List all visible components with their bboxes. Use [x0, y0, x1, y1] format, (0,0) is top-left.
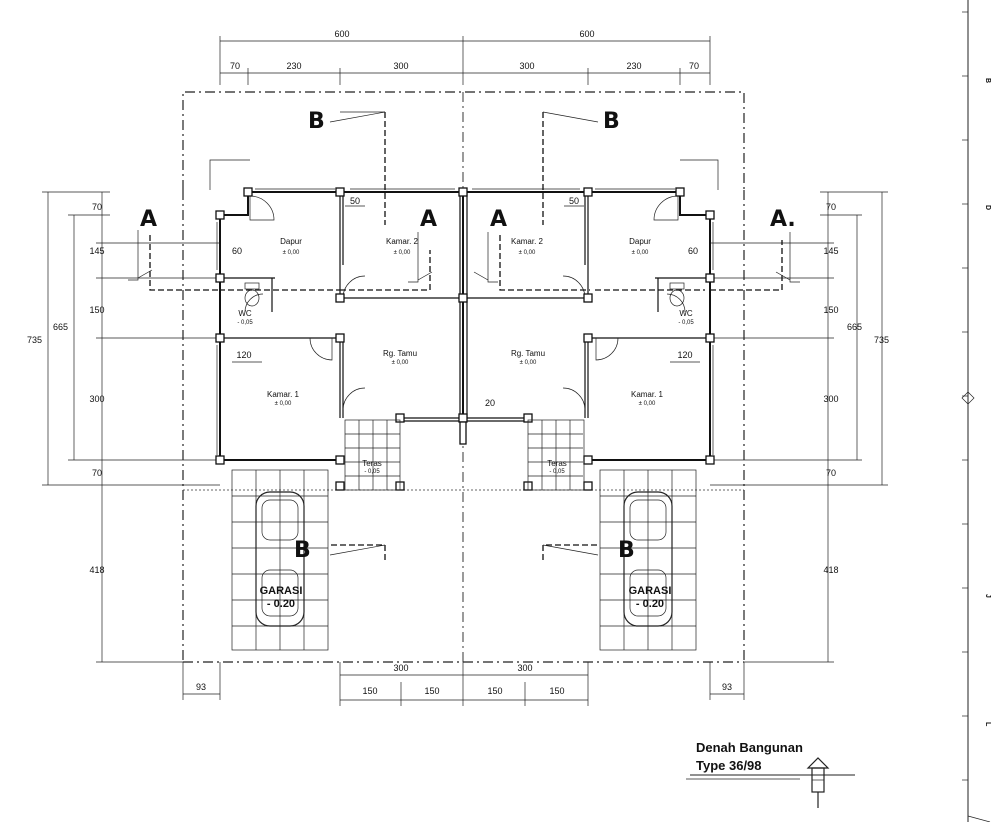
dim-bottom-150-c: 150 [487, 686, 502, 696]
dim-left-70b: 70 [92, 468, 102, 478]
title-block: Denah Bangunan Type 36/98 [686, 740, 855, 808]
ruler-mark-j: J [984, 594, 991, 598]
dim-right-outer: 735 [874, 335, 889, 345]
drawing-title-line1: Denah Bangunan [696, 740, 803, 755]
dim-50-left: 50 [350, 196, 360, 206]
dim-bottom-300-right: 300 [517, 663, 532, 673]
dim-60-right: 60 [688, 246, 698, 256]
room-teras-right: Teras [547, 459, 567, 468]
left-unit-walls [215, 187, 463, 491]
dim-right-70a: 70 [826, 202, 836, 212]
level-tamu-left: ± 0,00 [392, 360, 409, 366]
right-garage [599, 469, 697, 651]
room-tamu-right: Rg. Tamu [511, 349, 545, 358]
dim-right-70b: 70 [826, 468, 836, 478]
drawing-title-line2: Type 36/98 [696, 758, 762, 773]
margin-ruler: B D J L [961, 0, 991, 822]
dim-right-300: 300 [823, 394, 838, 404]
dim-right-145: 145 [823, 246, 838, 256]
dim-top-left-total: 600 [334, 29, 349, 39]
level-wc-left: - 0,05 [237, 320, 253, 326]
dim-right-inner: 665 [847, 322, 862, 332]
room-dapur-left: Dapur [280, 237, 302, 246]
level-kamar2-left: ± 0,00 [394, 250, 411, 256]
dim-top-right-1: 300 [519, 61, 534, 71]
section-label-a-left: A [140, 207, 157, 232]
room-kamar2-left: Kamar. 2 [386, 237, 419, 246]
section-label-b-top-right: B [603, 109, 620, 134]
dim-top-left-1: 70 [230, 61, 240, 71]
room-wc-left: WC [238, 309, 252, 318]
top-dimensions: 600 600 70 230 300 300 230 70 [219, 29, 711, 85]
right-unit-walls [458, 187, 715, 491]
dim-bottom-150-d: 150 [549, 686, 564, 696]
level-tamu-right: ± 0,00 [520, 360, 537, 366]
left-garage [231, 469, 329, 651]
ruler-mark-b: B [984, 78, 991, 83]
left-dimensions: 735 665 70 145 150 300 70 418 [27, 191, 220, 663]
level-teras-right: - 0,05 [549, 469, 565, 475]
room-dapur-right: Dapur [629, 237, 651, 246]
dim-top-right-2: 230 [626, 61, 641, 71]
section-label-b-top-left: B [308, 109, 325, 134]
dim-right-150: 150 [823, 305, 838, 315]
dim-top-right-total: 600 [579, 29, 594, 39]
room-kamar2-right: Kamar. 2 [511, 237, 544, 246]
level-kamar1-right: ± 0,00 [639, 401, 656, 407]
dim-right-418: 418 [823, 565, 838, 575]
bottom-dimensions: 93 93 300 300 150 150 150 150 [182, 662, 745, 706]
level-teras-left: - 0,05 [364, 469, 380, 475]
dim-left-145: 145 [89, 246, 104, 256]
dim-bottom-300-left: 300 [393, 663, 408, 673]
level-kamar2-right: ± 0,00 [519, 250, 536, 256]
dim-60-left: 60 [232, 246, 242, 256]
property-boundary [182, 91, 745, 663]
dim-top-right-3: 70 [689, 61, 699, 71]
section-label-b-bottom-right: B [618, 538, 635, 563]
dim-left-inner: 665 [53, 322, 68, 332]
room-kamar1-left: Kamar. 1 [267, 390, 300, 399]
room-garasi-right: GARASI [629, 585, 672, 597]
level-garasi-left: - 0.20 [267, 598, 295, 610]
level-garasi-right: - 0.20 [636, 598, 664, 610]
dim-bottom-150-b: 150 [424, 686, 439, 696]
section-label-a-right: A. [770, 207, 796, 232]
level-dapur-right: ± 0,00 [632, 250, 649, 256]
dim-top-left-3: 300 [393, 61, 408, 71]
dim-left-300: 300 [89, 394, 104, 404]
level-dapur-left: ± 0,00 [283, 250, 300, 256]
level-wc-right: - 0,05 [678, 320, 694, 326]
level-kamar1-left: ± 0,00 [275, 401, 292, 407]
section-label-a-center-left: A [420, 207, 437, 232]
north-arrow-icon [806, 757, 830, 808]
dim-bottom-150-a: 150 [362, 686, 377, 696]
dim-top-left-2: 230 [286, 61, 301, 71]
dim-120-right: 120 [677, 350, 692, 360]
dim-left-outer: 735 [27, 335, 42, 345]
dim-left-150: 150 [89, 305, 104, 315]
section-label-b-bottom-left: B [294, 538, 311, 563]
room-teras-left: Teras [362, 459, 382, 468]
dim-20-center: 20 [485, 398, 495, 408]
right-dimensions: 735 665 70 145 150 300 70 418 [710, 191, 889, 663]
ruler-mark-d: D [984, 205, 991, 210]
dim-bottom-93-left: 93 [196, 682, 206, 692]
ruler-mark-l: L [984, 722, 991, 727]
dim-left-70a: 70 [92, 202, 102, 212]
section-label-a-center-right: A [490, 207, 507, 232]
room-tamu-left: Rg. Tamu [383, 349, 417, 358]
section-lines [128, 111, 800, 560]
room-garasi-left: GARASI [260, 585, 303, 597]
dim-50-right: 50 [569, 196, 579, 206]
dim-left-418: 418 [89, 565, 104, 575]
room-kamar1-right: Kamar. 1 [631, 390, 664, 399]
dim-bottom-93-right: 93 [722, 682, 732, 692]
dim-120-left: 120 [236, 350, 251, 360]
room-wc-right: WC [679, 309, 693, 318]
